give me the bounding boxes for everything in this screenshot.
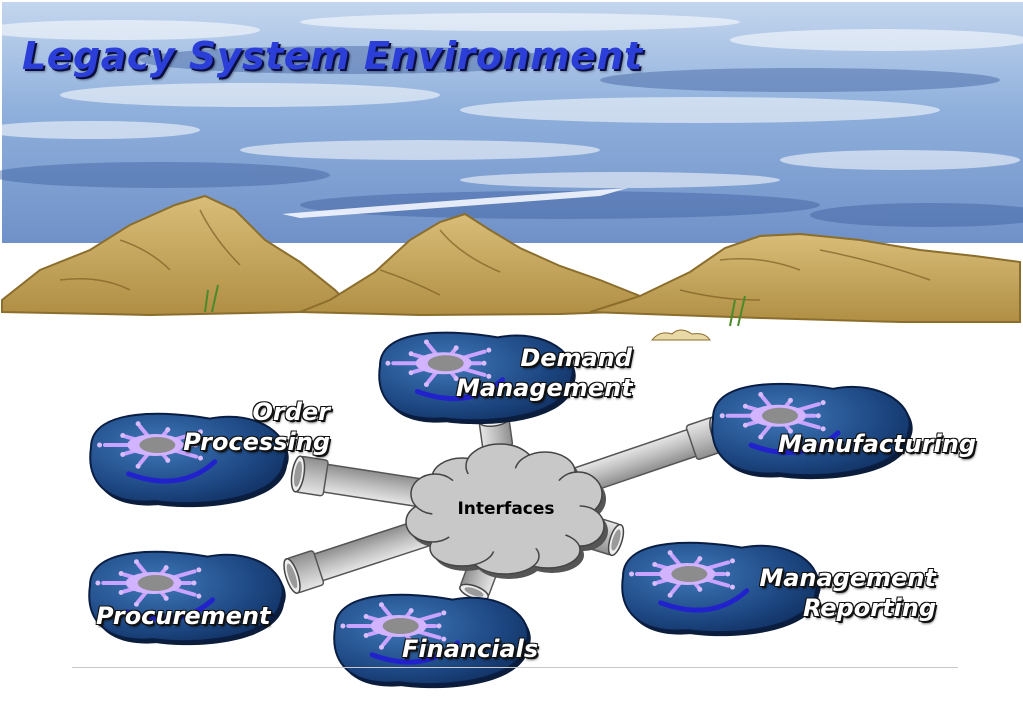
label-line: Management <box>759 564 936 592</box>
bottom-divider <box>72 667 958 668</box>
page-title: Legacy System Environment <box>22 34 643 78</box>
splash-icon <box>340 602 447 650</box>
system-label-manufacturing: Manufacturing <box>778 429 976 459</box>
mountains-background <box>1 194 1021 341</box>
label-line: Processing <box>183 428 330 456</box>
system-label-management-reporting: Management Reporting <box>748 563 936 623</box>
data-pool-order <box>89 412 289 508</box>
data-pool-demand <box>378 331 576 425</box>
label-line: Demand <box>520 344 632 372</box>
label-line: Order <box>252 398 330 426</box>
system-label-procurement: Procurement <box>96 601 270 631</box>
system-label-order-processing: Order Processing <box>180 397 330 457</box>
interfaces-cloud <box>405 443 608 579</box>
system-label-demand-management: Demand Management <box>456 343 633 403</box>
data-pool-financials <box>333 593 531 689</box>
label-line: Reporting <box>802 594 936 622</box>
label-line: Procurement <box>96 602 271 630</box>
system-label-financials: Financials <box>402 634 538 664</box>
data-pool-reporting <box>621 541 821 637</box>
sky-background <box>0 2 1023 243</box>
data-pool-manufacturing <box>711 382 913 480</box>
splash-icon <box>719 392 826 440</box>
splash-icon <box>97 421 203 469</box>
data-pool-procurement <box>88 550 286 646</box>
label-line: Manufacturing <box>778 430 976 458</box>
label-line: Financials <box>402 635 539 663</box>
splash-icon <box>385 339 492 387</box>
label-line: Management <box>456 374 633 402</box>
splash-icon <box>629 550 735 598</box>
interfaces-label: Interfaces <box>457 499 555 519</box>
splash-icon <box>95 559 202 607</box>
